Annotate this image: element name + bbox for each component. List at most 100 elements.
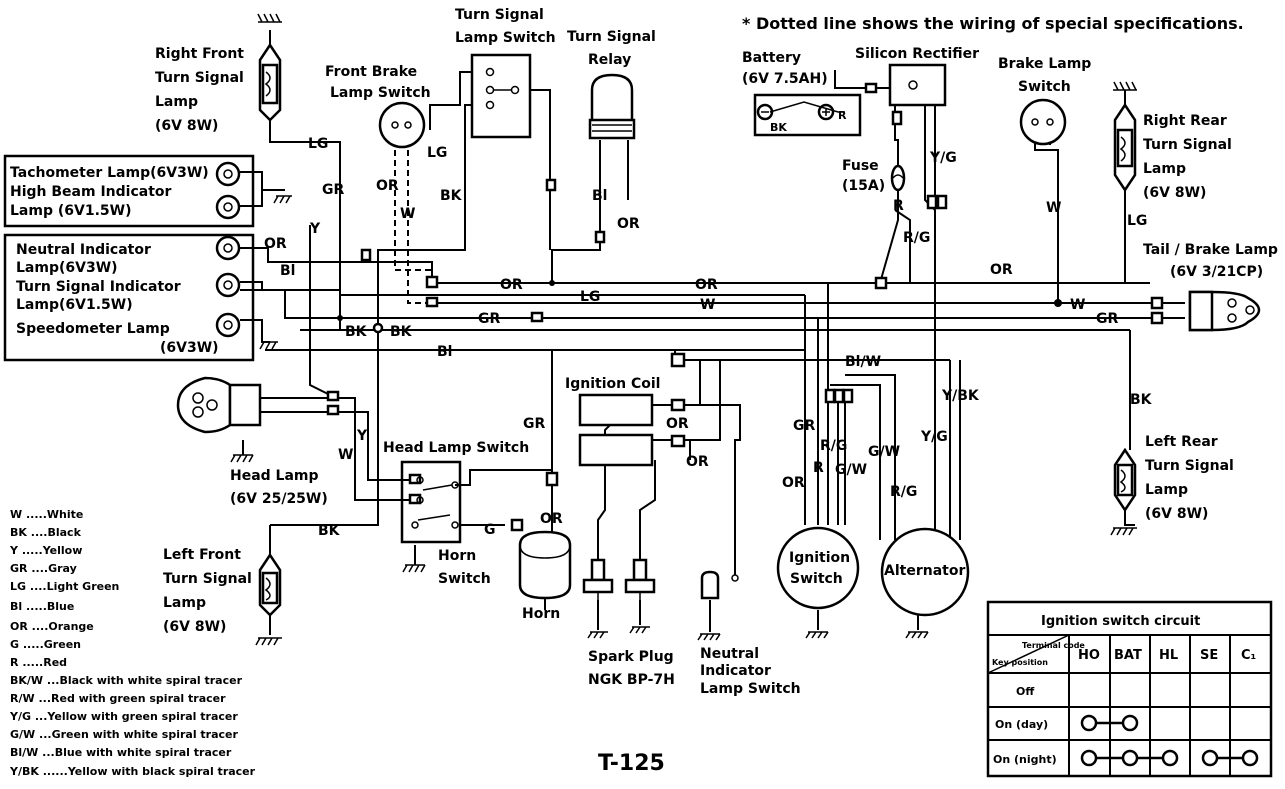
- legend-row: G .....Green: [10, 638, 81, 651]
- connector: [864, 82, 878, 94]
- wire-batt-r: [834, 70, 870, 89]
- dotted-line-note: * Dotted line shows the wiring of specia…: [742, 14, 1244, 33]
- legend-row: BK/W ...Black with white spiral tracer: [10, 674, 243, 687]
- ground-symbol: [587, 631, 608, 639]
- wire-label: OR: [264, 236, 287, 252]
- wire-lg-right-front: [269, 120, 341, 330]
- connector: [408, 493, 422, 505]
- wire-label: Y: [309, 221, 321, 237]
- connector: [326, 404, 340, 416]
- wire-label: OR: [540, 511, 563, 527]
- wire-label: OR: [990, 262, 1013, 278]
- wire-label: GR: [1096, 311, 1118, 327]
- wire-speedo-ground: [240, 319, 270, 343]
- bulb-core: [223, 280, 233, 290]
- wire-tach-ground: [240, 171, 285, 191]
- turn-signal-relay: [588, 73, 636, 140]
- wire-label: GR: [793, 418, 815, 434]
- wire-label: G/W: [835, 462, 867, 478]
- connector: [510, 518, 524, 532]
- front-brake-switch: [378, 101, 426, 149]
- wire-alt-gw: [830, 384, 881, 540]
- ignition-coil: [578, 393, 654, 467]
- connection-node: [1121, 714, 1139, 732]
- ground-symbol: [805, 631, 829, 639]
- wire-label: R: [813, 460, 824, 476]
- wiring-harness: [240, 30, 1185, 635]
- battery: BK R: [753, 93, 862, 137]
- indicator-box-frame: [3, 233, 255, 362]
- legend-row: Y .....Yellow: [9, 544, 82, 557]
- wire-label: R: [893, 198, 904, 214]
- connector: [326, 390, 340, 402]
- wire-label: R/G: [890, 484, 917, 500]
- wire-label: G/W: [868, 444, 900, 460]
- connector: [545, 178, 557, 192]
- wire-label: Bl: [280, 263, 295, 279]
- wire-label: W: [1046, 200, 1061, 216]
- filament-icon: [1119, 136, 1126, 162]
- horn-switch-lever-icon: [417, 514, 451, 521]
- bulb-icon: [261, 571, 279, 605]
- legend-row: G/W ...Green with white spiral tracer: [10, 728, 239, 741]
- ground-symbol: [257, 13, 282, 23]
- legend-row: Y/G ...Yellow with green spiral tracer: [9, 710, 238, 723]
- spark-plug-1-icon: [590, 558, 606, 582]
- wire-fuse: [879, 100, 899, 284]
- front-brake-switch-label: Front Brake Lamp Switch: [325, 64, 431, 101]
- horn-label: Horn: [522, 606, 560, 622]
- filament-icon: [1227, 313, 1237, 323]
- connection-node: [1201, 749, 1219, 767]
- terminal-signs: [761, 108, 830, 116]
- coil-1-icon: [578, 393, 654, 427]
- horn-icon: [518, 530, 572, 600]
- alternator: [880, 527, 970, 639]
- head-lamp-switch: [400, 460, 462, 573]
- wire-turn-bl: [240, 281, 340, 291]
- table-title: Ignition switch circuit: [1041, 614, 1200, 629]
- ground-symbol: [1110, 527, 1137, 536]
- terminal: [404, 121, 412, 129]
- wire-label: R/G: [820, 438, 847, 454]
- rectifier-terminal: [908, 80, 918, 90]
- spark-plug-1-body: [582, 578, 614, 594]
- silicon-rectifier: [888, 63, 947, 107]
- connector: [842, 388, 854, 404]
- terminal: [485, 67, 495, 77]
- indicator-box-label: Neutral Indicator Lamp(6V3W) Turn Signal…: [16, 242, 219, 356]
- wire-label: Y/BK: [941, 388, 980, 404]
- wire-label: W: [700, 297, 715, 313]
- tail-brake-lamp: [1188, 290, 1261, 332]
- connector: [670, 398, 686, 412]
- terminal: [1031, 118, 1039, 126]
- connector: [408, 473, 422, 485]
- wire-rect-r: [894, 209, 911, 283]
- terminal: [1046, 118, 1054, 126]
- terminal: [416, 476, 424, 484]
- filament-icon: [1119, 469, 1126, 493]
- filament-icon: [192, 392, 204, 404]
- ground-symbol: [230, 454, 254, 463]
- connector: [833, 388, 845, 404]
- wire-y-high: [309, 225, 331, 396]
- ground-symbol: [629, 626, 650, 634]
- legend-row: Y/BK ......Yellow with black spiral trac…: [9, 765, 256, 778]
- connector: [936, 194, 948, 210]
- row-label: On (night): [993, 753, 1057, 766]
- fuse: [890, 164, 906, 192]
- corner-bottom: Key position: [992, 658, 1048, 667]
- spark-plug-2-icon: [632, 558, 648, 582]
- terminal: [391, 121, 399, 129]
- filament-icon: [1245, 305, 1255, 315]
- table-frame: [986, 600, 1273, 778]
- relay-base: [588, 118, 636, 140]
- corner-diagonal: [987, 634, 1070, 674]
- ignition-connections: [1080, 714, 1259, 767]
- junction: [549, 280, 555, 286]
- right-front-lamp-label: Right Front Turn Signal Lamp (6V 8W): [155, 46, 249, 134]
- row-label: On (day): [995, 718, 1048, 731]
- wire-label: Y/G: [929, 150, 957, 166]
- wire-label: GR: [322, 182, 344, 198]
- wire-hl-w: [335, 397, 415, 501]
